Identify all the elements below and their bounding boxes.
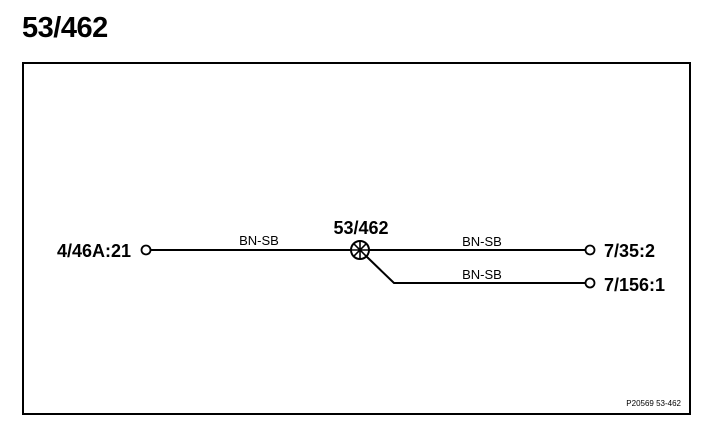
diagram-frame: [22, 62, 691, 415]
wire-right-bottom: [365, 255, 585, 284]
terminal-right-bottom-icon: [584, 277, 596, 289]
wire-label-left: BN-SB: [239, 233, 279, 248]
page-title: 53/462: [22, 12, 108, 44]
terminal-left-icon: [140, 244, 152, 256]
wire-label-right-top: BN-SB: [462, 234, 502, 249]
wire-label-right-bottom: BN-SB: [462, 267, 502, 282]
reference-code: P20569 53-462: [626, 399, 681, 408]
splice-label: 53/462: [333, 218, 388, 238]
connector-label-right-top: 7/35:2: [604, 241, 655, 261]
terminal-right-top-icon: [584, 244, 596, 256]
connector-label-left: 4/46A:21: [57, 241, 131, 261]
connector-label-right-bottom: 7/156:1: [604, 275, 665, 295]
splice-node-icon: [350, 240, 370, 260]
